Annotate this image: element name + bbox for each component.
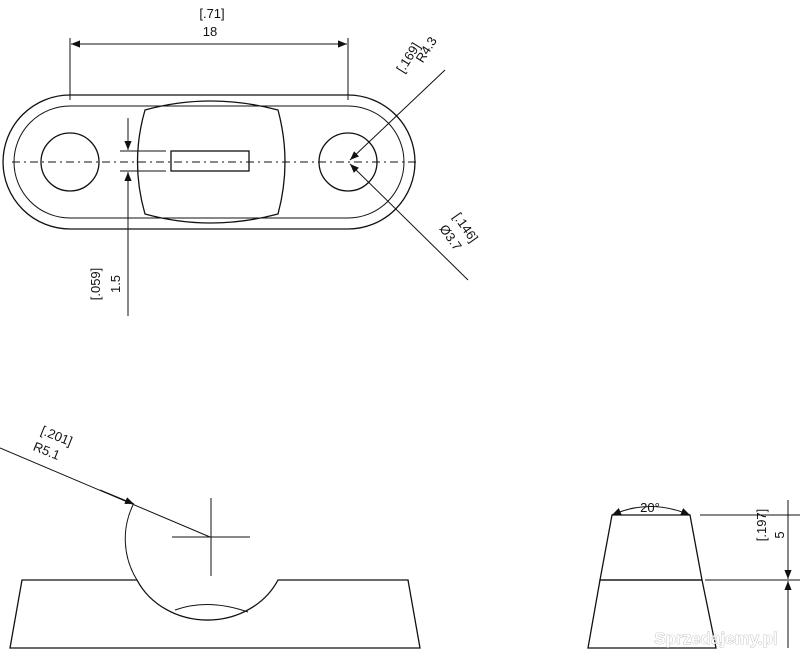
height-in-label: [.197] — [754, 509, 769, 542]
height-mm-label: 5 — [772, 531, 787, 538]
outer-contour — [2, 94, 416, 230]
radius-leader — [349, 69, 446, 161]
top-view: [.71] 18 [.169] R4.3 [.146] Ø3.7 [.059] … — [2, 6, 481, 316]
arc-bottom-shade — [174, 603, 249, 613]
left-hole — [40, 132, 100, 192]
inner-contour — [13, 105, 405, 219]
front-radius-arrow — [99, 489, 135, 505]
hole-leader — [349, 163, 469, 281]
side-lower-trapezoid — [587, 579, 717, 649]
angle-arc — [611, 506, 691, 516]
arc-upper — [124, 504, 138, 581]
side-upper-trapezoid — [599, 514, 703, 581]
base-trapezoid — [9, 579, 421, 649]
front-view: [.201] R5.1 — [0, 423, 421, 649]
length-in-label: [.71] — [199, 6, 224, 21]
slot-mm-label: 1.5 — [108, 275, 123, 293]
watermark: Sprzedajemy.pl — [654, 629, 777, 648]
slot-in-label: [.059] — [88, 268, 103, 301]
length-mm-label: 18 — [203, 24, 217, 39]
center-boss — [136, 100, 286, 224]
slot — [170, 150, 250, 172]
radius-mm-label: R4.3 — [413, 34, 440, 65]
side-view: 20° [.197] 5 — [587, 500, 800, 649]
angle-label: 20° — [640, 500, 660, 515]
